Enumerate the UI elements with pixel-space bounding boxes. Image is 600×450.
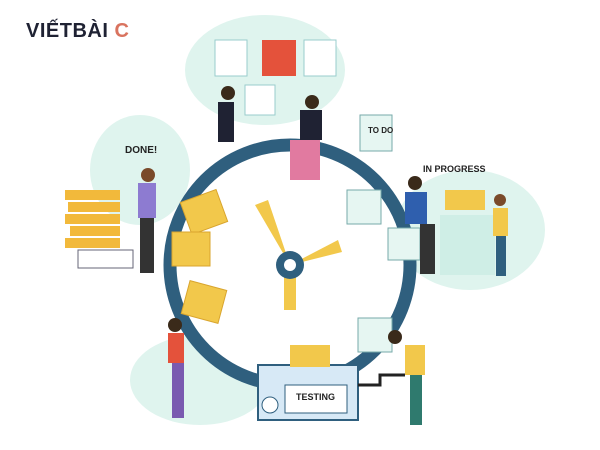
person-bottom-left <box>168 318 184 418</box>
people <box>138 86 508 425</box>
logo-accent: C <box>114 20 130 42</box>
logo-text: VIẾTBÀI <box>26 20 109 42</box>
person-top-right <box>290 95 322 180</box>
in-progress-boxes <box>440 190 495 275</box>
checklist-cards <box>346 114 421 353</box>
person-done <box>138 168 156 273</box>
task-cards <box>171 188 229 324</box>
label-done: DONE! <box>125 145 157 156</box>
person-right <box>493 194 508 276</box>
person-top-left <box>218 86 235 142</box>
clock-hand-minute <box>290 240 342 265</box>
clock-hand-hour <box>255 200 290 265</box>
logo: VIẾTBÀI C <box>26 20 129 43</box>
sticky-notes-top <box>214 39 337 116</box>
person-in-progress <box>405 176 435 274</box>
testing-machine <box>257 345 405 421</box>
done-coin-stack <box>65 190 134 269</box>
label-in-progress: IN PROGRESS <box>423 164 486 174</box>
person-bottom-right <box>388 330 425 425</box>
label-todo: TO DO <box>368 126 393 135</box>
label-testing: TESTING <box>296 392 335 402</box>
